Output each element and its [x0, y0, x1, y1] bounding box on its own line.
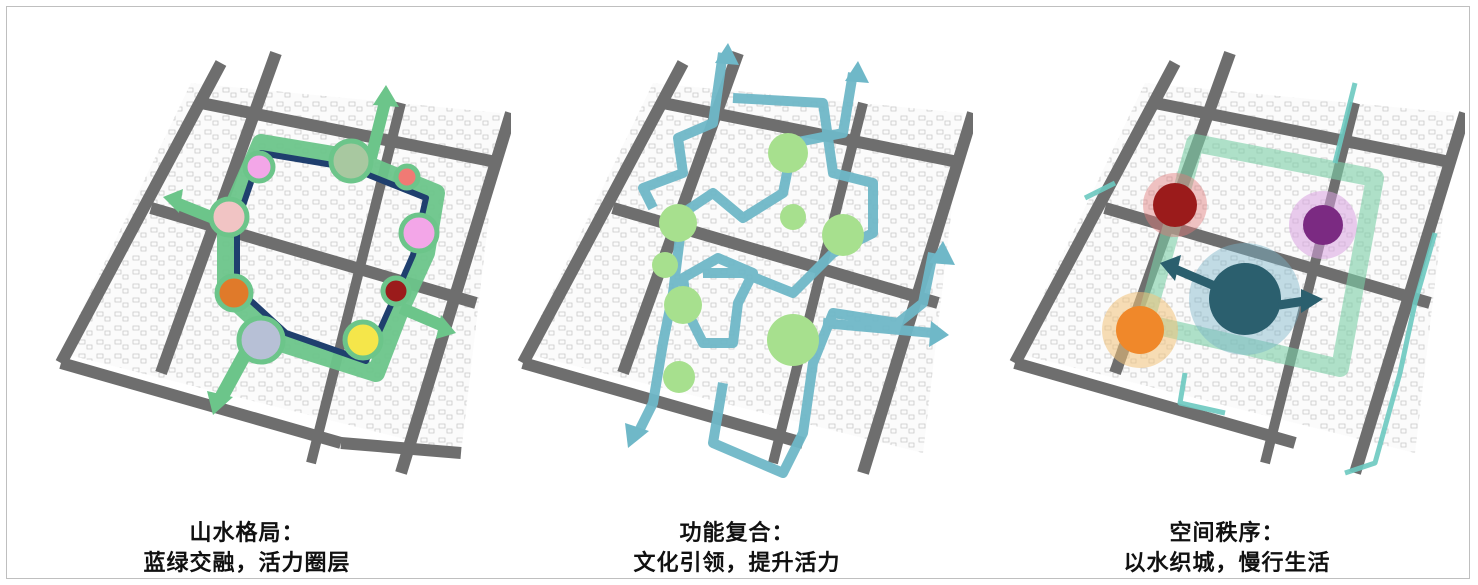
road	[1009, 60, 1181, 366]
road	[149, 202, 478, 309]
road	[517, 60, 689, 366]
road	[340, 437, 462, 459]
node-circle	[393, 163, 421, 191]
arrow-head-icon	[845, 61, 869, 83]
spatial-nodes	[1102, 173, 1357, 368]
water-path	[638, 52, 728, 211]
node-circle	[767, 314, 819, 366]
node-circle	[380, 275, 412, 307]
caption-subtitle: 蓝绿交融，活力圈层	[143, 551, 351, 576]
water-path	[708, 252, 938, 478]
node-circle	[328, 138, 374, 184]
caption-title: 功能复合：	[679, 521, 795, 546]
diagram-frame: 山水格局： 蓝绿交融，活力圈层 功能复合： 文化引领，提升活力 空间秩序： 以水…	[6, 6, 1470, 579]
landscape-pattern-map	[55, 50, 511, 475]
road	[199, 97, 503, 169]
road	[521, 357, 805, 449]
water-path	[633, 72, 858, 436]
arrow-head-icon	[625, 423, 649, 448]
node-circle	[1303, 205, 1343, 245]
node-circle	[208, 196, 250, 238]
road	[768, 101, 868, 465]
arrow-head-icon	[436, 315, 456, 339]
water-path	[703, 93, 878, 298]
node-circle	[1209, 263, 1281, 335]
node-circle	[342, 319, 384, 361]
road	[59, 357, 343, 449]
caption-title: 空间秩序：	[1169, 521, 1285, 546]
arrow-head-icon	[1301, 289, 1323, 313]
arrow-head-icon	[1160, 255, 1181, 281]
node-circle	[214, 273, 254, 313]
arrow-head-icon	[929, 241, 955, 265]
caption-landscape-pattern: 山水格局： 蓝绿交融，活力圈层	[37, 519, 457, 579]
caption-subtitle: 文化引领，提升活力	[633, 551, 841, 576]
activity-nodes	[208, 138, 440, 365]
water-path	[1083, 82, 1438, 476]
road	[1153, 97, 1457, 169]
arrow-head-icon	[373, 85, 399, 107]
panel-spatial-order	[995, 43, 1465, 493]
node-circle	[780, 204, 806, 230]
node-circle	[398, 212, 440, 254]
arrow-head-icon	[715, 43, 739, 65]
node-circle	[242, 150, 276, 184]
arrow-shaft	[1278, 296, 1306, 310]
caption-title: 山水格局：	[189, 521, 305, 546]
center-arrow-heads	[1160, 255, 1323, 313]
node-circle	[768, 133, 808, 173]
node-circle	[236, 315, 286, 365]
node-circle	[1116, 306, 1164, 354]
caption-function-mix: 功能复合： 文化引领，提升活力	[527, 519, 947, 579]
green-arrow	[365, 96, 392, 160]
panel-function-mix	[503, 43, 973, 493]
panel-landscape-pattern	[41, 43, 511, 493]
function-nodes	[652, 133, 864, 393]
arrow-head-icon	[207, 391, 233, 415]
node-circle	[1153, 183, 1197, 227]
road	[1103, 202, 1432, 309]
node-circle	[652, 252, 678, 278]
node-circle	[822, 214, 864, 256]
caption-subtitle: 以水织城，慢行生活	[1123, 551, 1331, 576]
caption-spatial-order: 空间秩序： 以水织城，慢行生活	[1017, 519, 1437, 579]
node-circle	[664, 286, 702, 324]
function-mix-map	[517, 43, 973, 478]
road	[55, 60, 227, 366]
node-circle	[663, 361, 695, 393]
arrow-head-icon	[163, 189, 183, 213]
arrow-head-icon	[929, 321, 949, 347]
water-arrows	[625, 43, 955, 448]
center-arrows	[1173, 264, 1306, 310]
water-path	[822, 318, 934, 338]
arrow-shaft	[1173, 264, 1219, 292]
spatial-order-map	[1009, 50, 1465, 476]
green-arrow	[398, 302, 444, 331]
road	[1013, 357, 1297, 449]
node-circle	[659, 204, 697, 242]
